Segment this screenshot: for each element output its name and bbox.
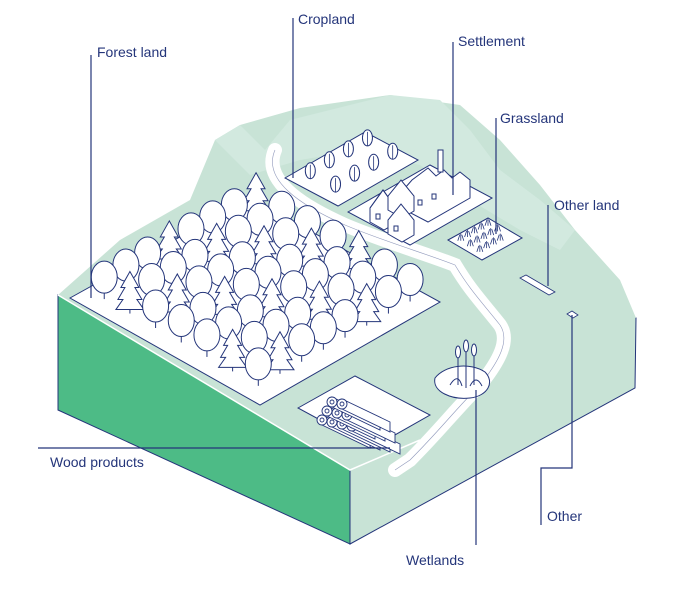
crop-plant	[368, 153, 380, 171]
conifer-crown	[217, 328, 248, 368]
factory	[404, 167, 471, 223]
grass-tuft	[484, 218, 492, 226]
grass-tuft	[473, 235, 481, 243]
crop-plants	[304, 129, 399, 193]
forest-trees	[90, 171, 424, 386]
log-ring	[319, 417, 325, 423]
wetlands-pond	[434, 365, 490, 399]
settlement-label: Settlement	[458, 33, 525, 49]
log-end	[316, 414, 328, 426]
deciduous-tree	[167, 303, 195, 343]
deciduous-tree	[309, 311, 337, 350]
log-ring	[329, 419, 335, 425]
grassland-plot	[446, 217, 524, 261]
grass-tuft	[457, 233, 465, 241]
grass-tuft	[477, 222, 485, 230]
conifer-tree	[265, 330, 295, 374]
crop-plant	[349, 164, 361, 182]
tree-crown	[193, 318, 221, 352]
grass-tuft	[483, 241, 491, 249]
window	[431, 193, 437, 200]
back-hills	[215, 95, 575, 250]
wetlands-label: Wetlands	[406, 552, 465, 568]
other-land-strip	[519, 274, 556, 296]
tree-crown	[288, 323, 316, 357]
log-ring	[339, 401, 345, 407]
leader-lines	[38, 18, 573, 545]
chimney	[437, 149, 444, 173]
cropland-label: Cropland	[298, 11, 355, 27]
house-3	[387, 203, 415, 243]
conifer-tree	[114, 270, 145, 314]
grass-tuft	[471, 226, 478, 234]
log-ring	[324, 408, 330, 414]
tree-crown	[142, 289, 170, 323]
crop-plant	[361, 129, 373, 147]
conifer-crown	[114, 270, 145, 311]
crop-plant	[330, 175, 342, 193]
grassland-label: Grassland	[500, 110, 564, 126]
wetland-reeds	[449, 339, 483, 388]
conifer-tree	[351, 282, 382, 326]
tree-crown	[374, 275, 402, 309]
log-ring	[329, 399, 335, 405]
crop-plant	[323, 151, 335, 169]
window	[375, 213, 381, 220]
log-ring	[334, 410, 340, 416]
settlement-buildings	[369, 149, 471, 243]
grass-tuft	[476, 244, 484, 253]
other-leader	[540, 315, 573, 525]
grass-tuft	[464, 229, 471, 238]
grass-tuft	[496, 233, 504, 241]
grass-tuft	[487, 228, 495, 236]
window	[393, 225, 399, 232]
other-label: Other	[547, 508, 583, 524]
other-land-label: Other land	[554, 197, 620, 213]
forest-land-label: Forest land	[97, 44, 168, 60]
other-strip	[566, 310, 579, 319]
crop-plant	[342, 140, 354, 158]
tree-crown	[244, 347, 272, 381]
log-pile	[316, 396, 401, 455]
window	[417, 199, 423, 206]
log-end	[336, 398, 348, 410]
deciduous-tree	[288, 323, 316, 362]
log	[336, 398, 391, 433]
conifer-tree	[217, 328, 248, 372]
grass-tuft	[480, 231, 488, 239]
conifer-crown	[265, 330, 295, 371]
house-2	[387, 179, 415, 219]
crop-plant	[304, 162, 316, 180]
road-edge	[272, 149, 505, 471]
deciduous-tree	[374, 275, 402, 314]
crop-plant	[387, 142, 399, 160]
grass-tuft	[490, 237, 497, 245]
conifer-crown	[351, 282, 382, 323]
deciduous-tree	[244, 347, 272, 386]
deciduous-tree	[193, 318, 221, 357]
grass-tufts	[457, 218, 504, 253]
tree-crown	[90, 260, 118, 294]
log-end	[321, 405, 333, 417]
grass-tuft	[466, 239, 474, 247]
log-end	[326, 396, 338, 408]
deciduous-tree	[142, 289, 170, 329]
tree-crown	[167, 303, 195, 337]
wood-products-label: Wood products	[50, 454, 144, 470]
